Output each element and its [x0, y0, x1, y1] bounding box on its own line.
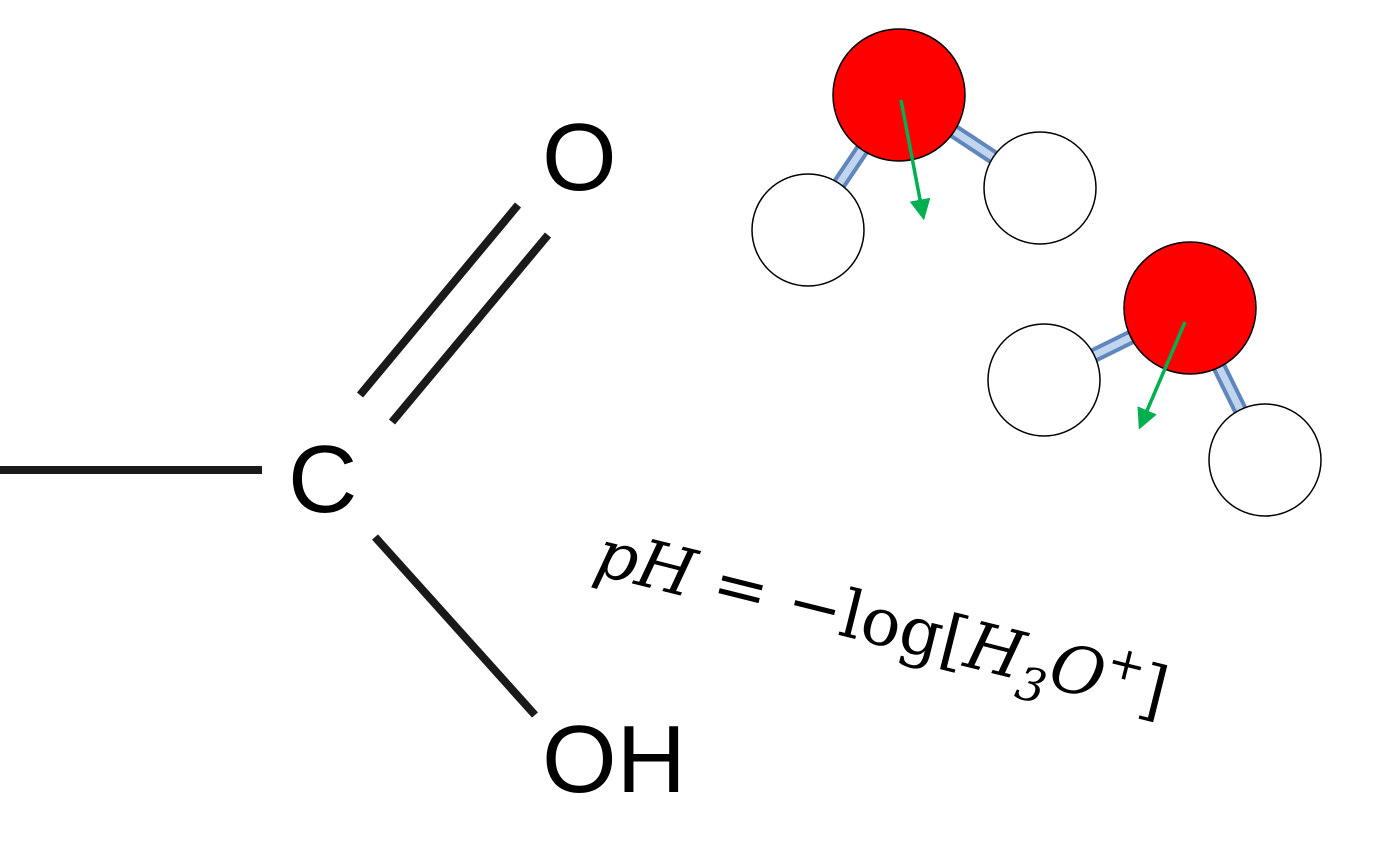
single-bond-oh [372, 534, 538, 718]
hydrogen-atom [983, 131, 1097, 245]
hydrogen-atom [987, 323, 1101, 437]
hydrogen-atom [751, 173, 865, 287]
double-bond-line-2 [388, 232, 552, 425]
double-bond-line-1 [356, 202, 522, 398]
hydrogen-atom [1208, 403, 1322, 517]
water-molecule-2 [987, 241, 1322, 517]
oxygen-atom [832, 28, 966, 162]
dipole-arrow-icon [1137, 321, 1187, 430]
oxygen-atom-label: O [542, 104, 617, 211]
hydroxyl-label: OH [542, 706, 686, 813]
dipole-arrow-icon [899, 99, 931, 221]
oxygen-atom [1123, 241, 1257, 375]
formula-oxygen: O [1042, 627, 1114, 716]
water-molecule-1 [751, 28, 1097, 287]
formula-equals: = [705, 543, 778, 632]
carboxyl-structure: C O OH [0, 104, 686, 813]
carbon-atom-label: C [288, 426, 357, 533]
